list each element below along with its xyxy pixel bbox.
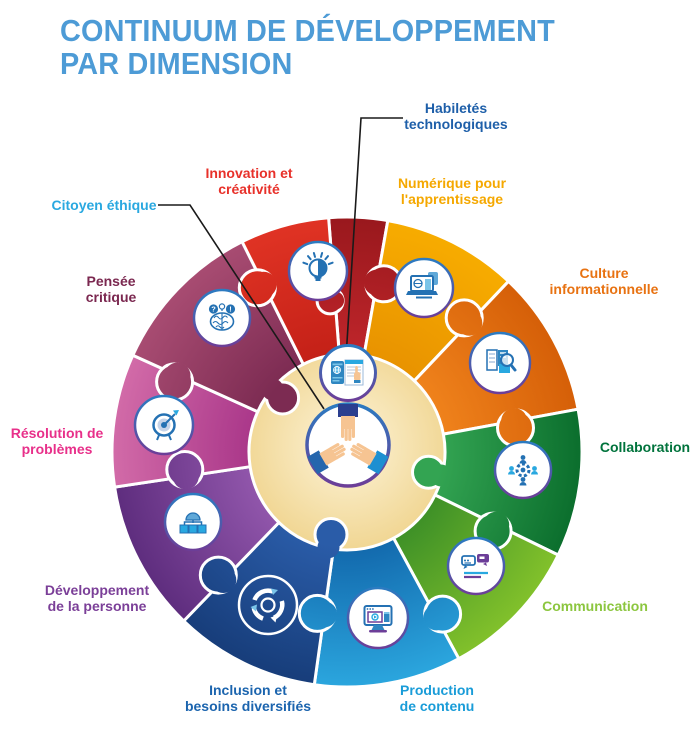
chat-bubbles-icon bbox=[446, 536, 506, 596]
tablet-touch-icon bbox=[331, 359, 364, 386]
monitor-video-icon bbox=[346, 586, 410, 650]
page-title-line2: PAR DIMENSION bbox=[60, 46, 293, 82]
page-title: CONTINUUM DE DÉVELOPPEMENT PAR DIMENSION bbox=[60, 14, 555, 80]
callout-lines bbox=[158, 117, 403, 410]
label-developpement-personne: Développement de la personne bbox=[44, 581, 150, 614]
page-title-line1: CONTINUUM DE DÉVELOPPEMENT bbox=[60, 13, 555, 48]
label-numerique-apprentissage: Numérique pour l'apprentissage bbox=[397, 174, 507, 207]
svg-text:?: ? bbox=[211, 304, 216, 313]
label-innovation-creativite: Innovation et créativité bbox=[205, 164, 293, 197]
callout-habiletes bbox=[345, 117, 403, 359]
label-production-contenu: Production de contenu bbox=[399, 681, 475, 714]
dimension-icons: ? ! bbox=[133, 240, 553, 650]
building-blocks-icon bbox=[163, 492, 223, 552]
people-gear-icon bbox=[493, 440, 553, 500]
label-habiletes-technologiques: Habiletés technologiques bbox=[404, 99, 508, 132]
label-collaboration: Collaboration bbox=[599, 438, 691, 455]
label-communication: Communication bbox=[542, 597, 648, 614]
label-pensee-critique: Pensée critique bbox=[85, 272, 137, 305]
target-dart-icon bbox=[133, 394, 195, 456]
center-citoyen-badge bbox=[305, 402, 391, 488]
callout-citoyen bbox=[158, 204, 325, 410]
three-hands-icon bbox=[307, 404, 389, 475]
svg-text:!: ! bbox=[229, 304, 232, 313]
label-citoyen-ethique: Citoyen éthique bbox=[51, 196, 157, 213]
label-culture-informationnelle: Culture informationnelle bbox=[549, 264, 659, 297]
documents-magnifier-icon bbox=[468, 331, 532, 395]
brain-questions-icon: ? ! bbox=[192, 288, 252, 348]
label-resolution-problemes: Résolution de problèmes bbox=[10, 424, 104, 457]
wedge-inclusion bbox=[182, 521, 335, 687]
label-inclusion: Inclusion et besoins diversifiés bbox=[184, 681, 312, 714]
lightbulb-icon bbox=[287, 240, 349, 302]
laptop-learning-icon bbox=[393, 257, 455, 319]
circular-arrows-icon bbox=[237, 574, 299, 636]
center-habiletes-badge bbox=[319, 344, 377, 402]
